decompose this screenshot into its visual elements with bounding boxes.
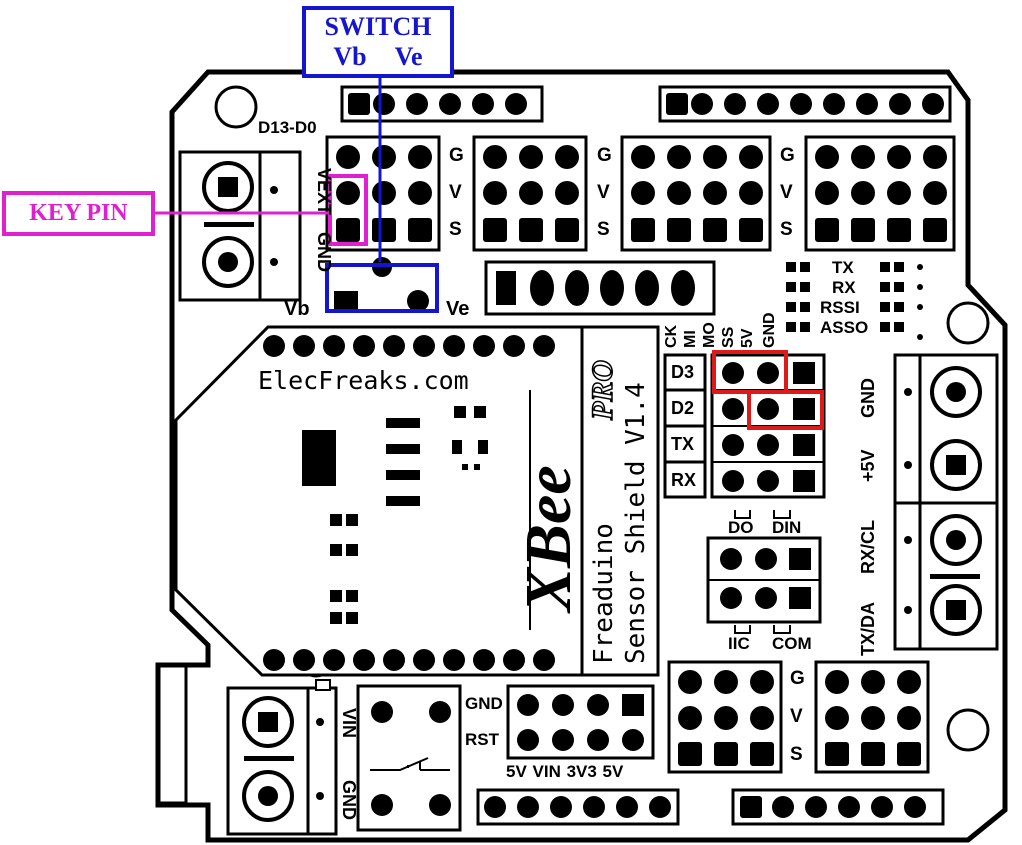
icsp-gnd-label: GND <box>465 694 503 713</box>
spi-5v: 5V <box>739 328 756 348</box>
mounting-hole-top-left <box>214 85 258 129</box>
uart-row-tx: TX <box>671 434 695 454</box>
gvs-v-1: V <box>449 182 462 203</box>
icsp-rst-label: RST <box>465 730 499 749</box>
gvs-v-2: V <box>597 182 610 203</box>
gvs-v-4: V <box>790 706 803 727</box>
spi-ck: CK <box>663 324 680 348</box>
gvs-block-1 <box>325 135 441 252</box>
uart-row-rx: RX <box>671 470 697 490</box>
screw-terminal-right-bottom <box>893 501 999 651</box>
d13-d0-label: D13-D0 <box>258 118 317 137</box>
din-label: DIN <box>772 518 802 537</box>
gvs-s-2: S <box>597 219 610 240</box>
gvs-g-3: G <box>780 145 795 166</box>
six-pin-header <box>484 260 716 316</box>
elecfreaks-site: ElecFreaks.com <box>258 366 469 395</box>
spi-mi: MI <box>682 330 699 348</box>
key-pin-highlight-box <box>328 174 368 246</box>
uart-row-d3: D3 <box>671 362 695 382</box>
vin-label: VIN <box>339 708 359 738</box>
gvs-block-4 <box>804 135 956 252</box>
gvs-block-bottom-2 <box>814 660 930 774</box>
switch-callout-sub: Vb Ve <box>333 42 423 71</box>
right-5v-label: +5V <box>858 449 878 482</box>
gvs-g-1: G <box>449 145 464 166</box>
gvs-block-2 <box>472 135 588 252</box>
ve-label: Ve <box>446 298 470 320</box>
led-tx-label: TX <box>832 258 854 277</box>
gvs-g-4: G <box>790 668 805 689</box>
spi-ss: SS <box>720 326 737 348</box>
product-name-line1: Freaduino <box>589 523 619 664</box>
usb-jack-outline <box>156 663 188 805</box>
right-rxcl-label: RX/CL <box>858 520 878 574</box>
mounting-hole-right <box>946 301 990 345</box>
vext-label: VEXT <box>314 168 334 215</box>
icsp-header <box>506 684 655 760</box>
xbee-module <box>174 325 660 677</box>
gnd-bottom-label: GND <box>339 780 359 820</box>
gvs-block-3 <box>620 135 772 252</box>
iic-label: IIC <box>728 634 750 653</box>
iic-com-block <box>706 510 822 634</box>
bottom-header-power <box>476 788 680 826</box>
right-gnd-label: GND <box>858 378 878 418</box>
uart-select-block <box>663 353 826 499</box>
gvs-g-2: G <box>597 145 612 166</box>
gnd-left-label: GND <box>314 232 334 272</box>
screw-terminal-right-top <box>893 353 999 505</box>
gvs-block-bottom-1 <box>667 660 783 774</box>
product-name-line2: Sensor Shield V1.4 <box>621 382 651 664</box>
pro-logo: PRO <box>586 360 619 421</box>
led-rx-label: RX <box>832 278 856 297</box>
top-header-right <box>658 85 952 123</box>
xbee-logo: XBee <box>512 465 585 614</box>
led-asso-label: ASSO <box>820 318 869 337</box>
do-label: DO <box>728 518 754 537</box>
gvs-v-3: V <box>780 182 793 203</box>
reset-button <box>356 684 462 832</box>
power-pin-labels: 5V VIN 3V3 5V <box>506 762 624 781</box>
switch-callout-title: SWITCH <box>324 12 432 41</box>
switch-highlight-box <box>325 263 439 313</box>
screw-terminal-vext <box>178 150 302 302</box>
uart-row-d2: D2 <box>671 398 695 418</box>
mounting-hole-bottom-right <box>946 708 990 752</box>
status-led-markers <box>786 262 923 340</box>
bottom-header-analog <box>731 788 945 826</box>
spi-mo: MO <box>701 322 718 348</box>
highlight-d2-jumper <box>747 390 824 430</box>
spi-gnd: GND <box>761 312 778 348</box>
led-rssi-label: RSSI <box>820 298 860 317</box>
gvs-s-1: S <box>449 219 462 240</box>
gvs-s-4: S <box>790 744 803 765</box>
switch-callout: SWITCH Vb Ve <box>302 6 454 78</box>
key-pin-callout: KEY PIN <box>2 191 155 236</box>
vb-label: Vb <box>284 298 310 320</box>
top-header-left <box>340 85 544 123</box>
com-label: COM <box>772 634 812 653</box>
right-txda-label: TX/DA <box>858 602 878 656</box>
screw-terminal-vin <box>226 679 338 836</box>
gvs-s-3: S <box>780 219 793 240</box>
